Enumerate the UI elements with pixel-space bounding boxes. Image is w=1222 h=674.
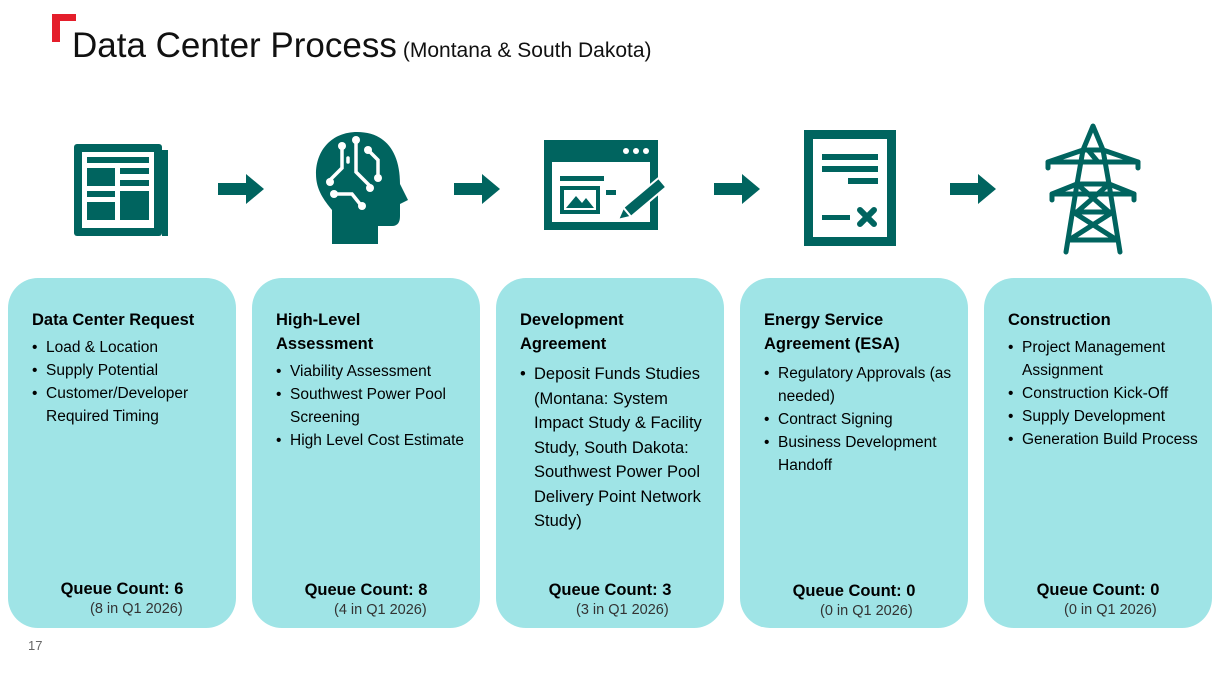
bullet-item: Load & Location	[32, 336, 222, 359]
step-title: Development Agreement	[520, 311, 624, 353]
page-title-main: Data Center Process	[72, 26, 397, 65]
step-title: Energy Service Agreement (ESA)	[764, 311, 900, 353]
newspaper-icon	[74, 144, 168, 236]
queue-count: Queue Count: 3	[548, 581, 672, 599]
step-card-energy-service-agreement: Energy Service Agreement (ESA) Regulator…	[740, 278, 968, 628]
step-bullets: Deposit Funds Studies (Montana: System I…	[520, 362, 714, 534]
arrow-right-icon	[454, 174, 500, 204]
web-form-pen-icon	[544, 140, 668, 230]
bullet-item: Project Management Assignment	[1008, 336, 1200, 382]
step-card-data-center-request: Data Center Request Load & Location Supp…	[8, 278, 236, 628]
bullet-item: Customer/Developer Required Timing	[32, 382, 222, 428]
arrow-right-icon	[950, 174, 996, 204]
step-bullets: Regulatory Approvals (as needed) Contrac…	[764, 362, 954, 477]
step-bullets: Project Management Assignment Constructi…	[1008, 336, 1200, 451]
logo-corner-icon	[52, 14, 76, 42]
step-title: Data Center Request	[32, 311, 195, 329]
bullet-item: Deposit Funds Studies (Montana: System I…	[520, 362, 714, 534]
queue-count-q1: (3 in Q1 2026)	[576, 602, 669, 618]
queue-count-q1: (0 in Q1 2026)	[820, 603, 913, 619]
queue-count-q1: (4 in Q1 2026)	[334, 602, 427, 618]
bullet-item: Generation Build Process	[1008, 428, 1200, 451]
bullet-item: Business Development Handoff	[764, 431, 954, 477]
page-number: 17	[28, 638, 43, 653]
ai-head-icon	[316, 132, 408, 244]
queue-count: Queue Count: 0	[792, 582, 916, 600]
page-subtitle: (Montana & South Dakota)	[402, 39, 652, 62]
step-bullets: Viability Assessment Southwest Power Poo…	[276, 360, 468, 452]
queue-count: Queue Count: 6	[60, 580, 184, 598]
queue-count-q1: (0 in Q1 2026)	[1064, 602, 1157, 618]
bullet-item: High Level Cost Estimate	[276, 429, 468, 452]
queue-count: Queue Count: 8	[304, 581, 428, 599]
bullet-item: Viability Assessment	[276, 360, 468, 383]
step-card-development-agreement: Development Agreement Deposit Funds Stud…	[496, 278, 724, 628]
bullet-item: Supply Potential	[32, 359, 222, 382]
bullet-item: Construction Kick-Off	[1008, 382, 1200, 405]
step-title: High-Level Assessment	[276, 311, 374, 353]
page-title: Data Center Process(Montana & South Dako…	[72, 26, 652, 66]
step-card-construction: Construction Project Management Assignme…	[984, 278, 1212, 628]
arrow-right-icon	[714, 174, 760, 204]
bullet-item: Supply Development	[1008, 405, 1200, 428]
step-card-high-level-assessment: High-Level Assessment Viability Assessme…	[252, 278, 480, 628]
power-tower-icon	[1045, 123, 1141, 255]
queue-count: Queue Count: 0	[1036, 581, 1160, 599]
bullet-item: Southwest Power Pool Screening	[276, 383, 468, 429]
step-title: Construction	[1008, 311, 1111, 329]
arrow-right-icon	[218, 174, 264, 204]
queue-count-q1: (8 in Q1 2026)	[90, 601, 183, 617]
signed-document-icon	[804, 130, 896, 246]
step-bullets: Load & Location Supply Potential Custome…	[32, 336, 222, 428]
bullet-item: Regulatory Approvals (as needed)	[764, 362, 954, 408]
bullet-item: Contract Signing	[764, 408, 954, 431]
